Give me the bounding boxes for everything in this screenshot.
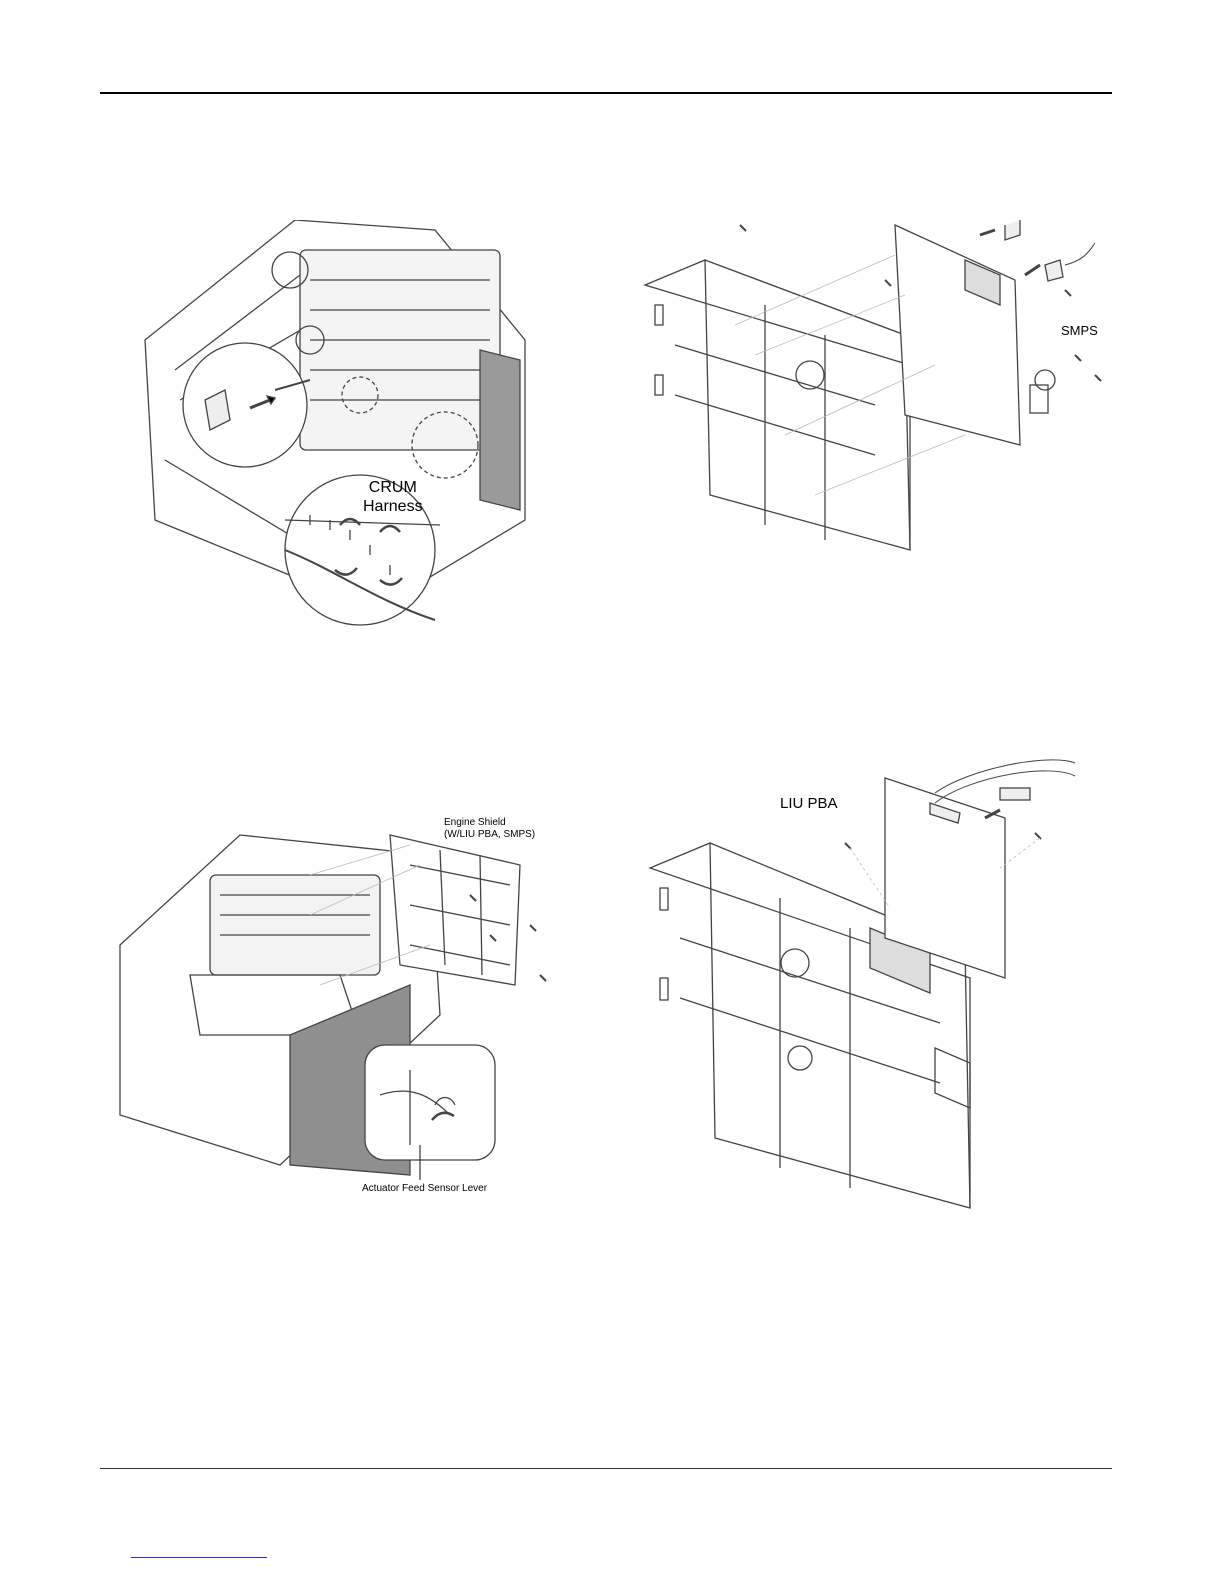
- figure-smps: SMPS: [635, 205, 1115, 555]
- header-rule: [100, 92, 1112, 94]
- actuator-feed-sensor-lever-label: Actuator Feed Sensor Lever: [362, 1183, 487, 1194]
- crum-label-line2: Harness: [363, 497, 423, 516]
- smps-label: SMPS: [1061, 323, 1098, 338]
- engine-label-line1: Engine Shield: [444, 817, 535, 829]
- footer-rule: [100, 1468, 1112, 1469]
- engine-shield-label: Engine Shield (W/LIU PBA, SMPS): [444, 817, 535, 841]
- engine-label-line2: (W/LIU PBA, SMPS): [444, 829, 535, 841]
- figure-liu-pba: LIU PBA: [640, 748, 1090, 1218]
- crum-label-line1: CRUM: [363, 478, 423, 497]
- crum-harness-label: CRUM Harness: [363, 478, 423, 516]
- figure-engine-shield: Engine Shield (W/LIU PBA, SMPS) Actuator…: [110, 815, 560, 1195]
- footer-link-underline[interactable]: [131, 1557, 267, 1558]
- figure-crum-harness: CRUM Harness: [135, 220, 535, 630]
- liu-pba-label: LIU PBA: [780, 795, 838, 812]
